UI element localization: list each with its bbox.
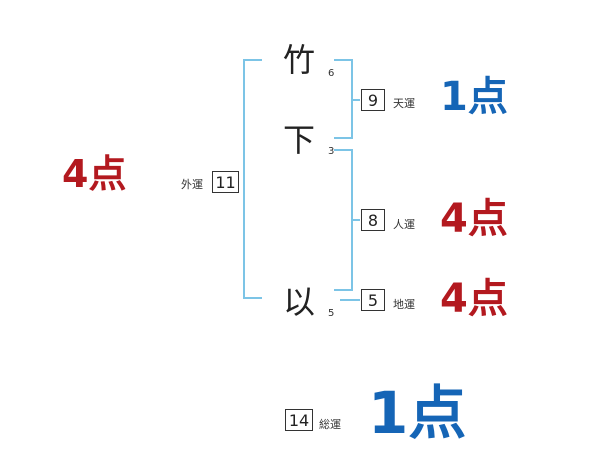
tenun-label: 天運 [393,97,415,110]
stroke-count-3: 5 [328,308,335,319]
gaiun-score: 4点 [62,152,127,196]
souun-label: 総運 [319,418,341,431]
outer-bracket [243,59,262,299]
souun-value-box: 14 [285,409,313,431]
jinun-bracket [334,149,353,291]
jinun-label: 人運 [393,218,415,231]
name-char-1: 竹 [283,41,316,79]
chiun-label: 地運 [393,298,415,311]
gaiun-value-box: 11 [212,171,239,193]
stroke-count-1: 6 [328,68,335,79]
name-char-2: 下 [283,121,316,159]
chiun-value-box: 5 [361,289,385,311]
stroke-count-2: 3 [328,146,335,157]
tenun-value-box: 9 [361,89,385,111]
tenun-bracket [334,59,353,139]
jinun-score: 4点 [440,196,508,242]
name-char-3: 以 [283,283,316,321]
souun-score: 1点 [368,379,467,447]
tenun-score: 1点 [440,74,508,120]
chiun-score: 4点 [440,276,508,322]
gaiun-label: 外運 [181,178,203,191]
jinun-value-box: 8 [361,209,385,231]
